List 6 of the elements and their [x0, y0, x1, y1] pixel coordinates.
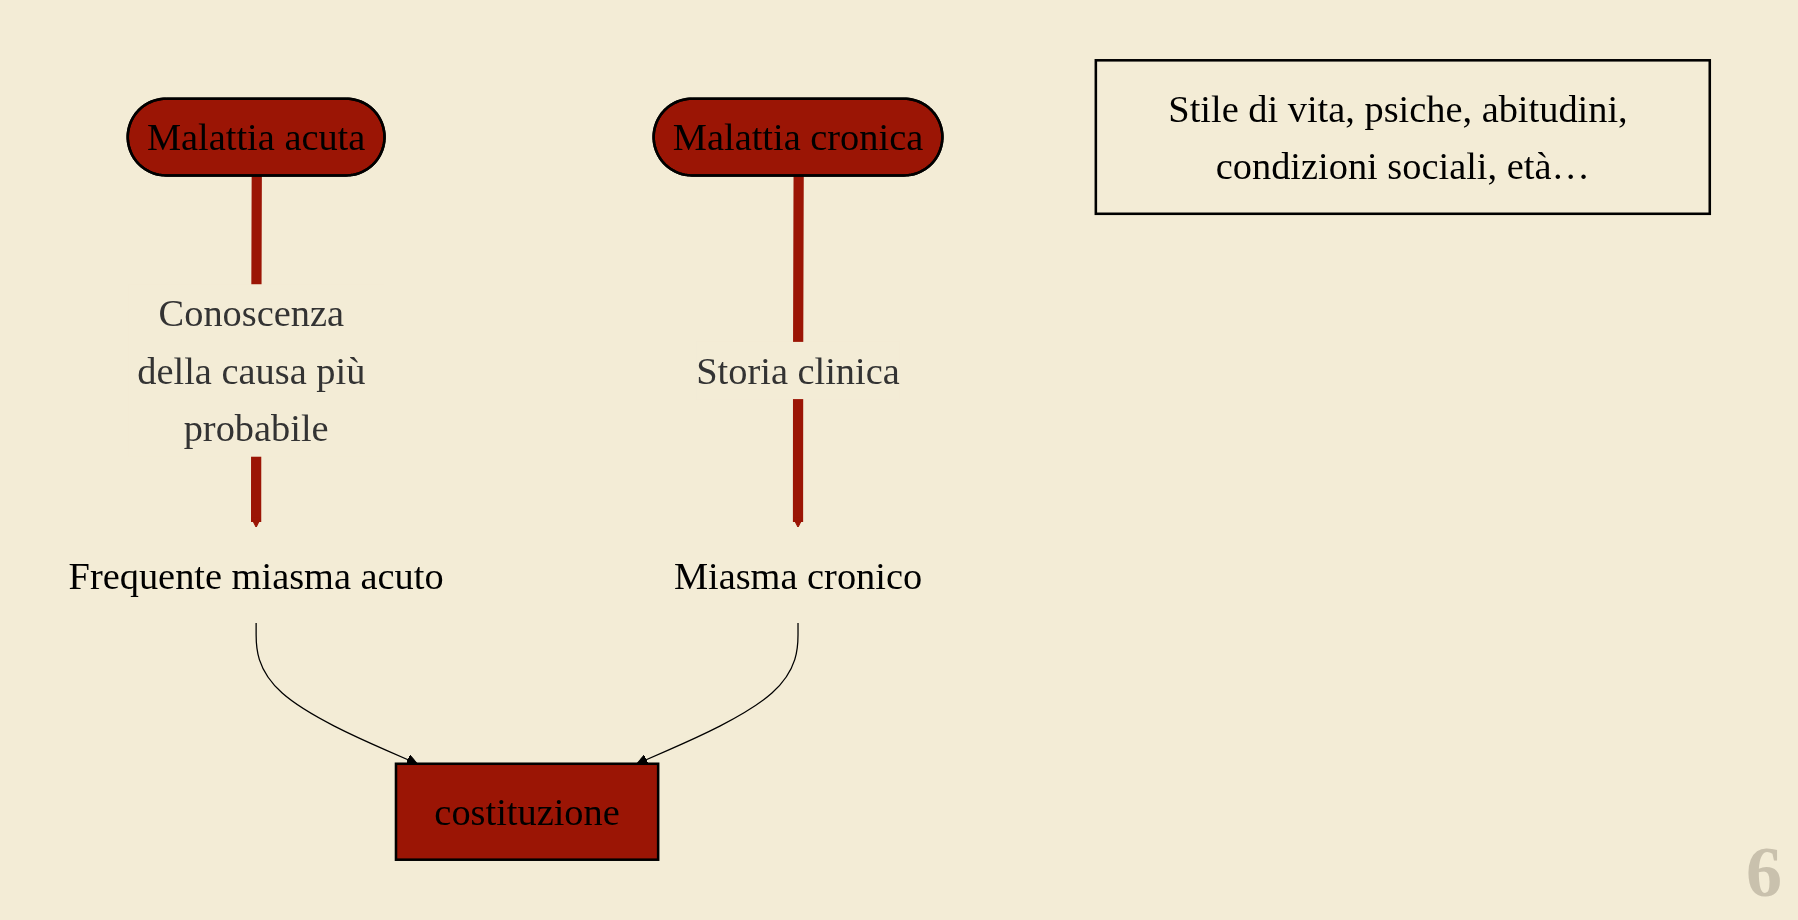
node-box: costituzione — [394, 762, 660, 861]
edge-label: Storia clinica — [696, 349, 900, 392]
node-box: Stile di vita, psiche, abitudini, condizioni sociali, età… — [1094, 59, 1712, 216]
edge-label: Conoscenza della causa più probabile — [137, 291, 366, 450]
node-text: Frequente miasma acuto — [68, 554, 444, 597]
node-text: Miasma cronico — [673, 554, 923, 597]
